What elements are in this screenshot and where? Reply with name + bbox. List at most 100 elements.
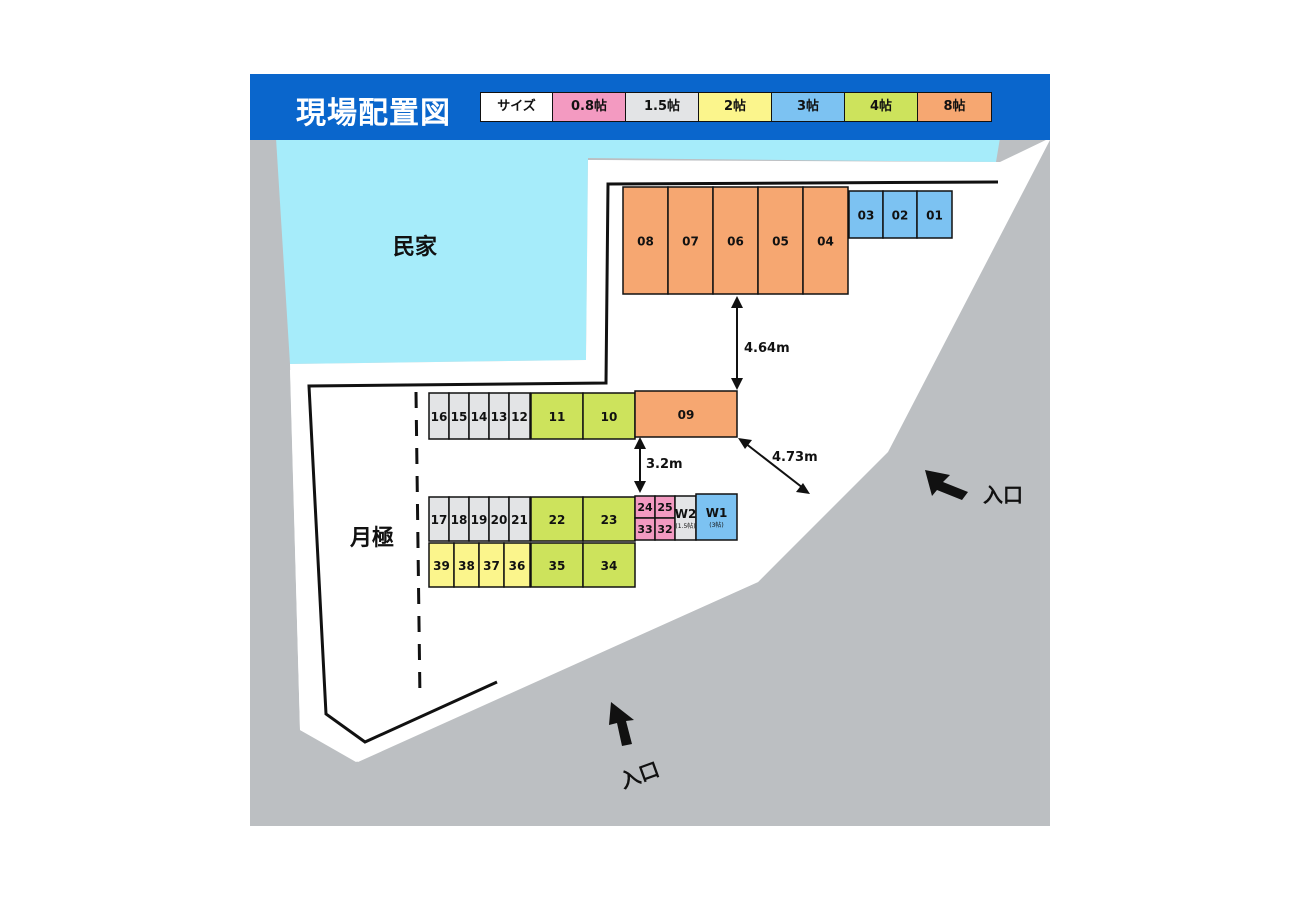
- storage-unit-label: 02: [892, 209, 909, 223]
- storage-unit-12[interactable]: 12: [508, 392, 531, 440]
- storage-unit-18[interactable]: 18: [448, 496, 470, 542]
- header-bar: 現場配置図 サイズ 0.8帖 1.5帖 2帖 3帖 4帖 8帖: [250, 74, 1050, 140]
- page-title: 現場配置図: [296, 96, 451, 131]
- storage-unit-37[interactable]: 37: [478, 542, 505, 588]
- storage-unit-label: 21: [511, 513, 528, 527]
- storage-unit-13[interactable]: 13: [488, 392, 510, 440]
- legend-item-8: 8帖: [918, 93, 991, 121]
- dashed-line: [414, 391, 422, 701]
- storage-unit-label: 15: [451, 410, 468, 424]
- storage-unit-label: 38: [458, 559, 475, 573]
- storage-unit-25[interactable]: 25: [654, 495, 676, 519]
- storage-unit-21[interactable]: 21: [508, 496, 531, 542]
- dimension-label-2: 4.73m: [772, 450, 818, 465]
- dimension-label-1: 4.64m: [744, 341, 790, 356]
- storage-unit-label: 19: [471, 513, 488, 527]
- legend-item-4: 4帖: [845, 93, 918, 121]
- storage-unit-03[interactable]: 03: [848, 190, 884, 239]
- storage-unit-16[interactable]: 16: [428, 392, 450, 440]
- storage-unit-box: [695, 493, 738, 541]
- storage-unit-label: 01: [926, 209, 943, 223]
- storage-unit-box: [916, 190, 953, 239]
- storage-unit-10[interactable]: 10: [582, 392, 636, 440]
- storage-unit-32[interactable]: 32: [654, 517, 676, 541]
- storage-unit-label: 23: [601, 513, 618, 527]
- legend-item-3: 3帖: [772, 93, 845, 121]
- storage-unit-label: 14: [471, 410, 488, 424]
- storage-unit-label: 22: [549, 513, 566, 527]
- storage-unit-04[interactable]: 04: [802, 186, 849, 295]
- storage-unit-label: 13: [491, 410, 508, 424]
- storage-unit-label: 37: [483, 559, 500, 573]
- lot-area-fill: [290, 142, 1048, 762]
- storage-unit-17[interactable]: 17: [428, 496, 450, 542]
- storage-unit-22[interactable]: 22: [530, 496, 584, 542]
- storage-unit-36[interactable]: 36: [503, 542, 531, 588]
- storage-unit-sublabel: (3帖): [709, 521, 724, 529]
- storage-unit-label: 25: [657, 501, 672, 514]
- storage-unit-label: 24: [637, 501, 653, 514]
- storage-unit-19[interactable]: 19: [468, 496, 490, 542]
- storage-unit-07[interactable]: 07: [667, 186, 714, 295]
- storage-unit-20[interactable]: 20: [488, 496, 510, 542]
- storage-unit-label: 20: [491, 513, 508, 527]
- storage-unit-box: [530, 542, 584, 588]
- storage-unit-label: 07: [682, 235, 699, 249]
- storage-unit-label: 08: [637, 235, 654, 249]
- entrance-bottom-arrow-icon: [609, 702, 634, 746]
- storage-unit-35[interactable]: 35: [530, 542, 584, 588]
- storage-unit-06[interactable]: 06: [712, 186, 759, 295]
- storage-unit-15[interactable]: 15: [448, 392, 470, 440]
- storage-unit-box: [712, 186, 759, 295]
- legend-item-0-8: 0.8帖: [553, 93, 626, 121]
- monthly-parking-label: 月極: [349, 525, 394, 551]
- storage-unit-08[interactable]: 08: [622, 186, 669, 295]
- storage-unit-box: [802, 186, 849, 295]
- storage-unit-W2[interactable]: W2(1.5帖): [674, 495, 697, 541]
- entrance-right-arrow-icon: [925, 470, 968, 500]
- storage-unit-39[interactable]: 39: [428, 542, 455, 588]
- dimension-arrow-1: [731, 296, 743, 390]
- legend-label: サイズ: [481, 93, 553, 121]
- storage-unit-box: [530, 392, 584, 440]
- storage-unit-box: [757, 186, 804, 295]
- storage-unit-23[interactable]: 23: [582, 496, 636, 542]
- storage-unit-14[interactable]: 14: [468, 392, 490, 440]
- storage-unit-label: 09: [678, 408, 695, 422]
- storage-unit-label: 18: [451, 513, 468, 527]
- storage-unit-label: 10: [601, 410, 618, 424]
- storage-unit-box: [582, 392, 636, 440]
- storage-unit-label: 35: [549, 559, 566, 573]
- storage-unit-box: [634, 390, 738, 438]
- neighbor-house-label: 民家: [393, 234, 438, 260]
- storage-unit-09[interactable]: 09: [634, 390, 738, 438]
- storage-unit-24[interactable]: 24: [634, 495, 656, 519]
- storage-unit-box: [508, 392, 531, 440]
- storage-unit-33[interactable]: 33: [634, 517, 656, 541]
- dimension-arrow-2: [738, 438, 810, 494]
- storage-unit-box: [428, 542, 455, 588]
- storage-unit-label: 17: [431, 513, 448, 527]
- storage-unit-label: 39: [433, 559, 450, 573]
- storage-unit-label: 34: [601, 559, 618, 573]
- storage-unit-label: 04: [817, 235, 834, 249]
- storage-unit-02[interactable]: 02: [882, 190, 918, 239]
- storage-unit-34[interactable]: 34: [582, 542, 636, 588]
- storage-unit-W1[interactable]: W1(3帖): [695, 493, 738, 541]
- storage-unit-label: 16: [431, 410, 448, 424]
- storage-unit-01[interactable]: 01: [916, 190, 953, 239]
- storage-unit-box: [530, 496, 584, 542]
- storage-unit-label: 12: [511, 410, 528, 424]
- storage-unit-11[interactable]: 11: [530, 392, 584, 440]
- neighbor-house-area: [276, 138, 1000, 364]
- dimension-arrow-3: [634, 437, 646, 493]
- storage-unit-label: W1: [706, 506, 728, 520]
- storage-unit-box: [582, 542, 636, 588]
- storage-unit-label: 05: [772, 235, 789, 249]
- size-legend: サイズ 0.8帖 1.5帖 2帖 3帖 4帖 8帖: [480, 92, 992, 122]
- storage-unit-38[interactable]: 38: [453, 542, 480, 588]
- boundary-line: [307, 180, 999, 744]
- storage-unit-05[interactable]: 05: [757, 186, 804, 295]
